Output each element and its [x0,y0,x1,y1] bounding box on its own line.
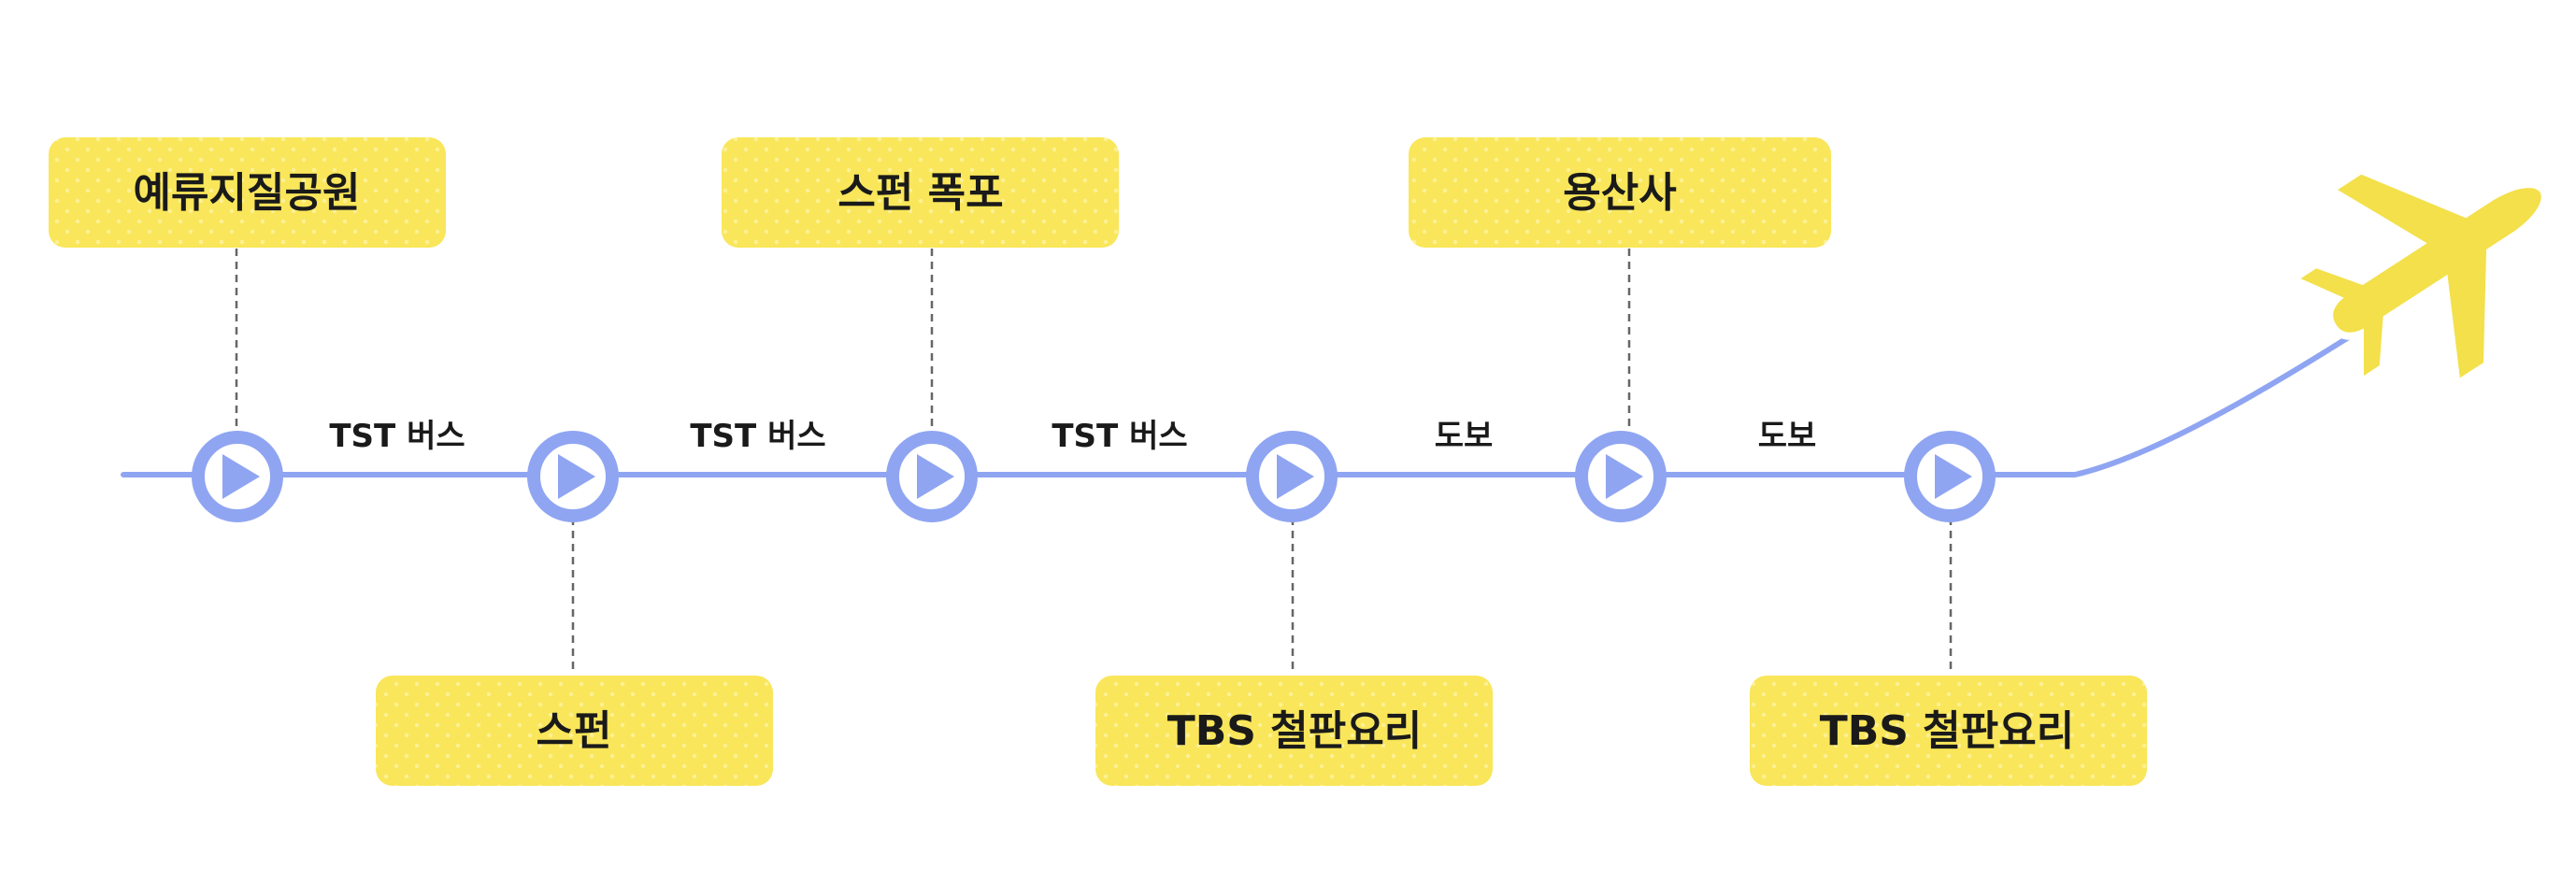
play-icon [1277,454,1314,499]
airplane-icon [2293,166,2549,386]
stop-name: TBS 철판요리 [1167,707,1422,755]
stop-marker-2 [527,431,619,522]
stop-card-2: 스펀 [376,676,773,786]
stop-name: 예류지질공원 [134,169,361,217]
play-icon [222,454,260,499]
stop-name: 스펀 [537,707,612,755]
leg-label-3: TST 버스 [1052,418,1187,455]
stop-marker-3 [886,431,978,522]
stop-card-1: 예류지질공원 [49,137,446,248]
card-dot-pattern [722,137,1119,248]
leg-label-2: TST 버스 [690,418,825,455]
card-dot-pattern [376,676,773,786]
stop-name: 용산사 [1563,169,1676,217]
stop-card-4: TBS 철판요리 [1095,676,1493,786]
card-dot-pattern [49,137,446,248]
stop-card-5: 용산사 [1409,137,1831,248]
airplane-body [2300,174,2541,378]
stop-name: TBS 철판요리 [1820,707,2074,755]
play-icon [558,454,595,499]
card-dot-pattern [1095,676,1493,786]
leg-label-1: TST 버스 [329,418,465,455]
leg-label-5: 도보 [1758,418,1817,455]
stop-card-3: 스펀 폭포 [722,137,1119,248]
card-dot-pattern [1750,676,2147,786]
route-line [121,324,2368,477]
stop-marker-5 [1575,431,1667,522]
play-icon [1935,454,1972,499]
connectors [235,249,1953,675]
stop-marker-4 [1246,431,1338,522]
leg-label-4: 도보 [1435,418,1494,455]
card-dot-pattern [1409,137,1831,248]
stop-name: 스펀 폭포 [837,169,1003,217]
play-icon [917,454,954,499]
stop-marker-6 [1904,431,1996,522]
stop-card-6: TBS 철판요리 [1750,676,2147,786]
stop-marker-1 [192,431,283,522]
play-icon [1606,454,1643,499]
